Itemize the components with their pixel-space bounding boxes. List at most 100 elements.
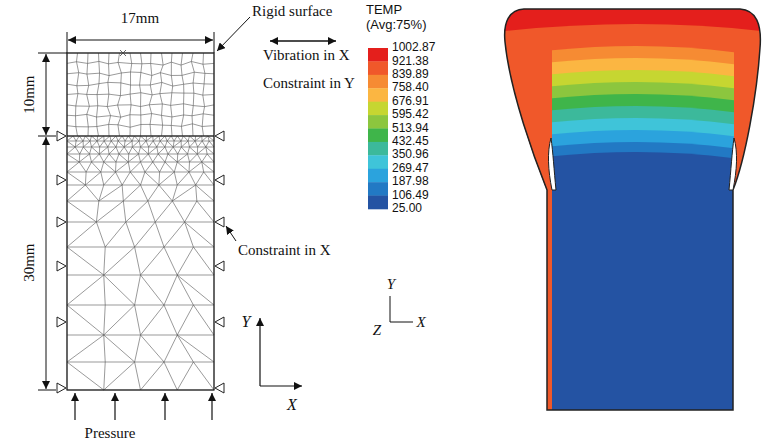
colorbar-value: 269.47 [392, 162, 429, 176]
mesh-line [193, 362, 214, 390]
mesh-line [128, 154, 138, 162]
mesh-line [177, 362, 193, 390]
mesh-line [139, 136, 140, 141]
mesh-line [190, 154, 198, 162]
mesh-line [128, 136, 132, 141]
mesh-line [128, 162, 130, 172]
mesh-line [198, 141, 202, 147]
mesh-line [189, 172, 196, 185]
mesh-line [104, 305, 135, 335]
flash-gap [548, 138, 556, 190]
mesh-line [164, 222, 185, 247]
axis-label: Z [373, 322, 381, 339]
constraint-triangle [215, 217, 224, 227]
mesh-line [92, 154, 100, 162]
mesh-line [145, 162, 153, 172]
colorbar-band [368, 182, 388, 196]
mesh-line [164, 362, 177, 390]
mesh-line [83, 147, 89, 154]
legend-title: TEMP (Avg:75%) [366, 3, 426, 33]
mesh-line [141, 136, 147, 141]
flash-gap [729, 138, 737, 190]
mesh-line [67, 222, 214, 223]
mesh-line [134, 136, 139, 141]
mesh-line [196, 172, 204, 185]
dimension-label: 17mm [121, 10, 159, 27]
mesh-line [123, 201, 125, 222]
mesh-line [146, 136, 153, 141]
mesh-line [188, 154, 190, 162]
mesh-line [135, 305, 141, 335]
mesh-line [115, 162, 116, 172]
mesh-line [181, 141, 182, 147]
colorbar-band [368, 61, 388, 75]
mesh-line [168, 154, 177, 162]
mesh-line [153, 154, 158, 162]
callout-label: Constraint in Y [263, 75, 355, 92]
mesh-line [92, 162, 101, 172]
contour-band [495, 24, 770, 420]
mesh-line [160, 136, 165, 141]
mesh-line [132, 141, 133, 147]
mesh-line [125, 136, 128, 141]
mesh-line [165, 141, 167, 147]
mesh-line [141, 147, 149, 154]
mesh-line [132, 141, 139, 147]
constraint-triangle [215, 317, 224, 327]
mesh-line [177, 154, 178, 162]
mesh-line [67, 275, 104, 305]
pressure-arrows [75, 393, 212, 420]
temperature-contour [495, 0, 770, 420]
mesh-line [67, 82, 214, 86]
mesh-line [177, 275, 193, 305]
mesh-line [83, 141, 90, 147]
mesh-line [181, 53, 184, 136]
dimension-label: 30mm [20, 244, 37, 282]
constraint-triangle [57, 317, 66, 327]
colorbar-value: 25.00 [392, 202, 422, 216]
mesh-line [67, 222, 96, 247]
mesh-line [104, 275, 105, 305]
mesh-line [195, 141, 198, 147]
mesh-line [135, 362, 141, 390]
mesh-line [149, 53, 152, 136]
mesh-line [90, 147, 92, 154]
colorbar-value: 350.96 [392, 148, 429, 162]
mesh-line [67, 136, 214, 137]
colorbar-band [368, 155, 388, 169]
mesh-line [104, 335, 105, 362]
mesh-line [172, 185, 195, 201]
mesh-line [155, 222, 164, 247]
mesh-line [202, 162, 214, 172]
mesh-line [92, 141, 98, 147]
colorbar-band [368, 169, 388, 183]
mesh-line [160, 53, 163, 136]
mesh-line [99, 154, 103, 162]
constraint-triangle [215, 131, 224, 141]
mesh-line [204, 172, 214, 185]
axis-triad [390, 296, 413, 322]
mesh-line [172, 201, 184, 222]
mesh-line [67, 247, 104, 275]
specimen-outline [67, 53, 214, 390]
mesh-line [118, 136, 122, 141]
mesh-line [83, 141, 84, 147]
mesh-line [67, 172, 214, 173]
mesh-line [135, 222, 156, 247]
constraint-triangle [215, 261, 224, 271]
mesh-line [122, 136, 125, 141]
mesh-line [141, 362, 165, 390]
mesh-line [126, 201, 148, 222]
mesh-line [141, 172, 145, 185]
mesh-line [124, 147, 129, 154]
mesh-line [177, 305, 193, 335]
mesh-line [67, 201, 96, 222]
mesh-line [177, 247, 193, 275]
mesh-line [148, 147, 149, 154]
mesh-line [196, 185, 214, 201]
mesh-line [67, 172, 85, 185]
mesh-line [178, 147, 182, 154]
mesh-line [135, 335, 141, 362]
mesh-line [174, 136, 177, 141]
mesh-line [118, 141, 124, 147]
